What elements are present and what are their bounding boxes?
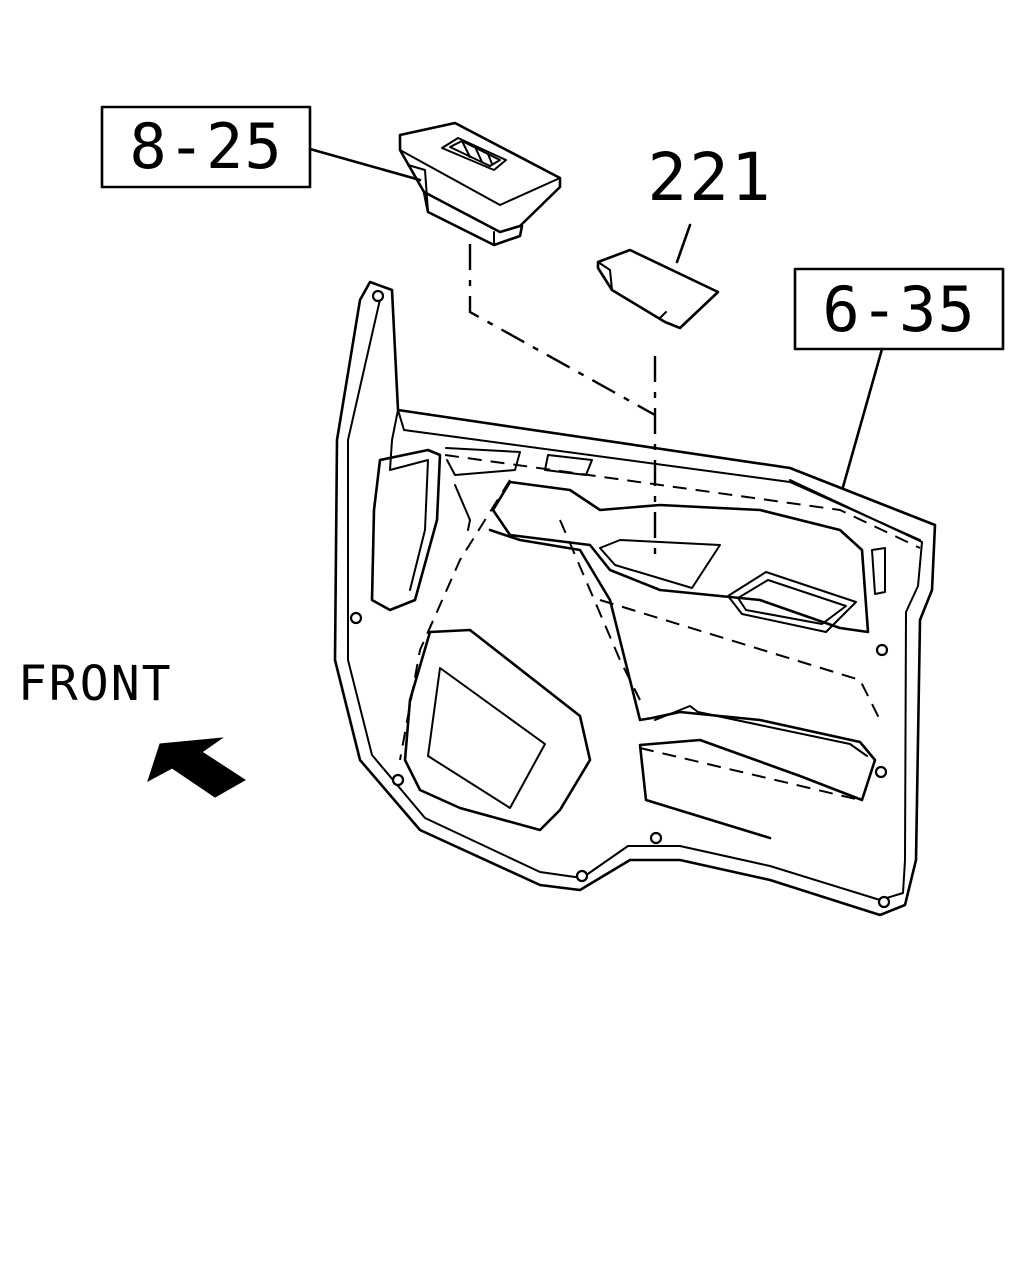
callout-8-25[interactable]: 8-25: [100, 105, 312, 189]
front-arrow-icon: [147, 737, 246, 798]
leader-line-8-25: [308, 147, 422, 182]
front-indicator: FRONT: [18, 656, 246, 798]
callout-6-35[interactable]: 6-35: [793, 267, 1005, 351]
callout-221[interactable]: 221: [647, 139, 772, 216]
window-switch-part[interactable]: [398, 121, 562, 247]
callout-221-label: 221: [647, 139, 772, 216]
leader-line-6-35: [841, 347, 884, 489]
callout-8-25-label: 8-25: [129, 110, 282, 183]
callout-6-35-label: 6-35: [822, 273, 975, 346]
cover-part[interactable]: [596, 248, 720, 330]
leader-line-221: [675, 223, 692, 264]
door-trim-panel[interactable]: [333, 280, 937, 917]
front-label: FRONT: [18, 656, 173, 712]
switch-button-icon: [441, 137, 507, 171]
assembly-line-8-25: [468, 244, 656, 417]
